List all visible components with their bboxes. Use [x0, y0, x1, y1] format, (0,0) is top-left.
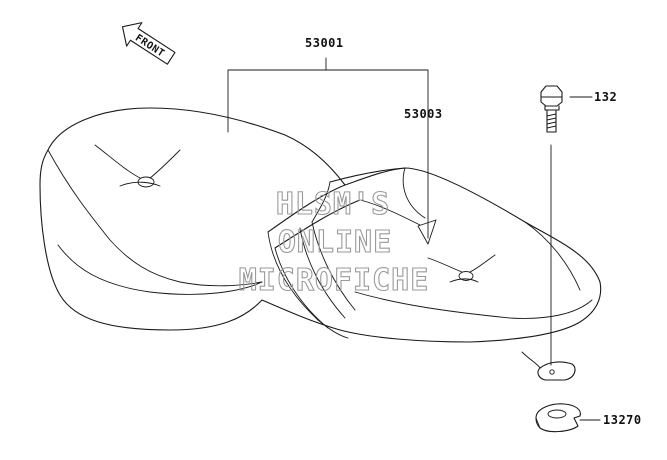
seat-drawing — [39, 107, 602, 381]
bolt-icon — [540, 85, 563, 133]
watermark: HLSM'S ONLINE MICROFICHE — [238, 186, 430, 298]
watermark-line-2: ONLINE — [278, 225, 392, 260]
front-arrow-label: FRONT — [133, 33, 166, 60]
watermark-line-1: HLSM'S — [276, 187, 390, 222]
part-number-53001: 53001 — [305, 36, 344, 50]
part-number-13270: 13270 — [603, 413, 642, 427]
front-arrow: FRONT — [121, 22, 176, 65]
part-number-53003: 53003 — [404, 107, 443, 121]
seat-outline — [39, 107, 602, 343]
leader-lines — [227, 57, 601, 421]
collar-icon — [535, 403, 581, 433]
part-number-132: 132 — [594, 90, 617, 104]
watermark-line-3: MICROFICHE — [239, 263, 430, 298]
front-arrow-icon — [121, 22, 176, 65]
